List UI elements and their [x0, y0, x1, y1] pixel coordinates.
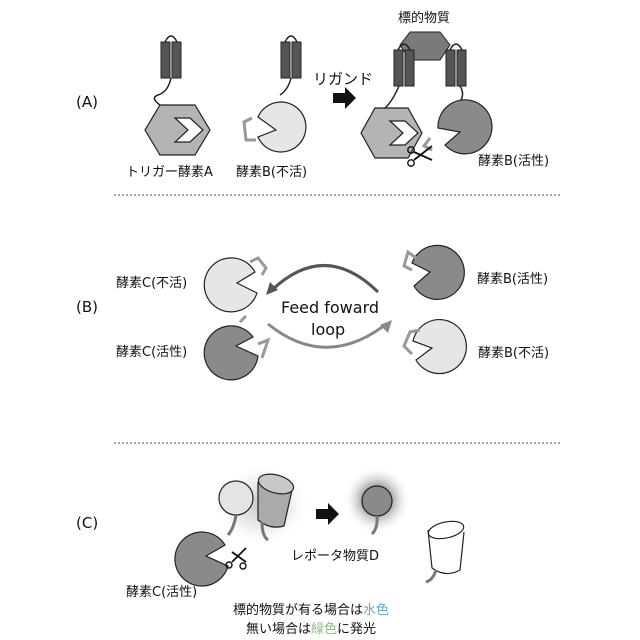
inhibitor-clip-icon	[240, 316, 246, 322]
ligand-label: リガンド	[313, 70, 373, 88]
caption-line2: 無い場合は緑色に発光	[246, 621, 376, 637]
reaction-arrow-icon	[316, 503, 339, 525]
trigger-enzyme-a-icon	[361, 108, 422, 158]
loop-arrowhead-right-icon	[380, 320, 392, 333]
reporter-substance-active-icon	[362, 486, 392, 516]
enzyme-b-active-label: 酵素B(活性)	[478, 154, 549, 169]
receptor-icon	[280, 36, 301, 95]
enzyme-b-active-label: 酵素B(活性)	[477, 272, 548, 287]
enzyme-c-active-icon	[204, 326, 258, 380]
enzyme-c-active-label: 酵素C(活性)	[116, 345, 187, 360]
enzyme-b-inactive-icon	[258, 102, 306, 152]
receptor-icon	[385, 44, 414, 108]
enzyme-c-inactive-label: 酵素C(不活)	[116, 276, 187, 291]
loop-arrowhead-left-icon	[266, 282, 278, 295]
panel-a-tag: (A)	[76, 93, 98, 111]
enzyme-c-active-label: 酵素C(活性)	[126, 585, 197, 600]
feed-forward-loop-line2: loop	[311, 320, 345, 339]
inhibitor-clip-icon	[244, 118, 256, 140]
inhibitor-clip-icon	[258, 340, 268, 358]
enzyme-b-active-icon	[438, 100, 492, 154]
receptor-icon	[154, 36, 181, 105]
released-target-cylinder-icon	[426, 518, 465, 582]
scissors-icon	[226, 548, 246, 569]
reporter-substance-label: レポータ物質D	[291, 549, 379, 564]
enzyme-c-active-icon	[175, 532, 228, 586]
enzyme-b-inactive-label: 酵素B(不活)	[478, 346, 549, 361]
enzyme-c-inactive-icon	[204, 258, 257, 312]
enzyme-b-inactive-icon	[413, 320, 466, 374]
enzyme-b-active-icon	[412, 245, 464, 299]
trigger-enzyme-a-label: トリガー酵素A	[126, 165, 213, 180]
loop-arrow-top	[272, 265, 378, 292]
caption-line1: 標的物質が有る場合は水色	[233, 602, 389, 618]
panel-c-tag: (C)	[76, 514, 98, 532]
target-substance-label: 標的物質	[398, 10, 450, 26]
enzyme-b-inactive-label: 酵素B(不活)	[236, 165, 307, 180]
ligand-arrow-icon	[333, 87, 356, 109]
reporter-substance-icon	[219, 481, 253, 515]
feed-forward-loop-line1: Feed foward	[281, 298, 379, 317]
panel-b-tag: (B)	[76, 298, 98, 316]
trigger-enzyme-a-icon	[145, 105, 210, 155]
receptor-icon	[446, 44, 466, 105]
